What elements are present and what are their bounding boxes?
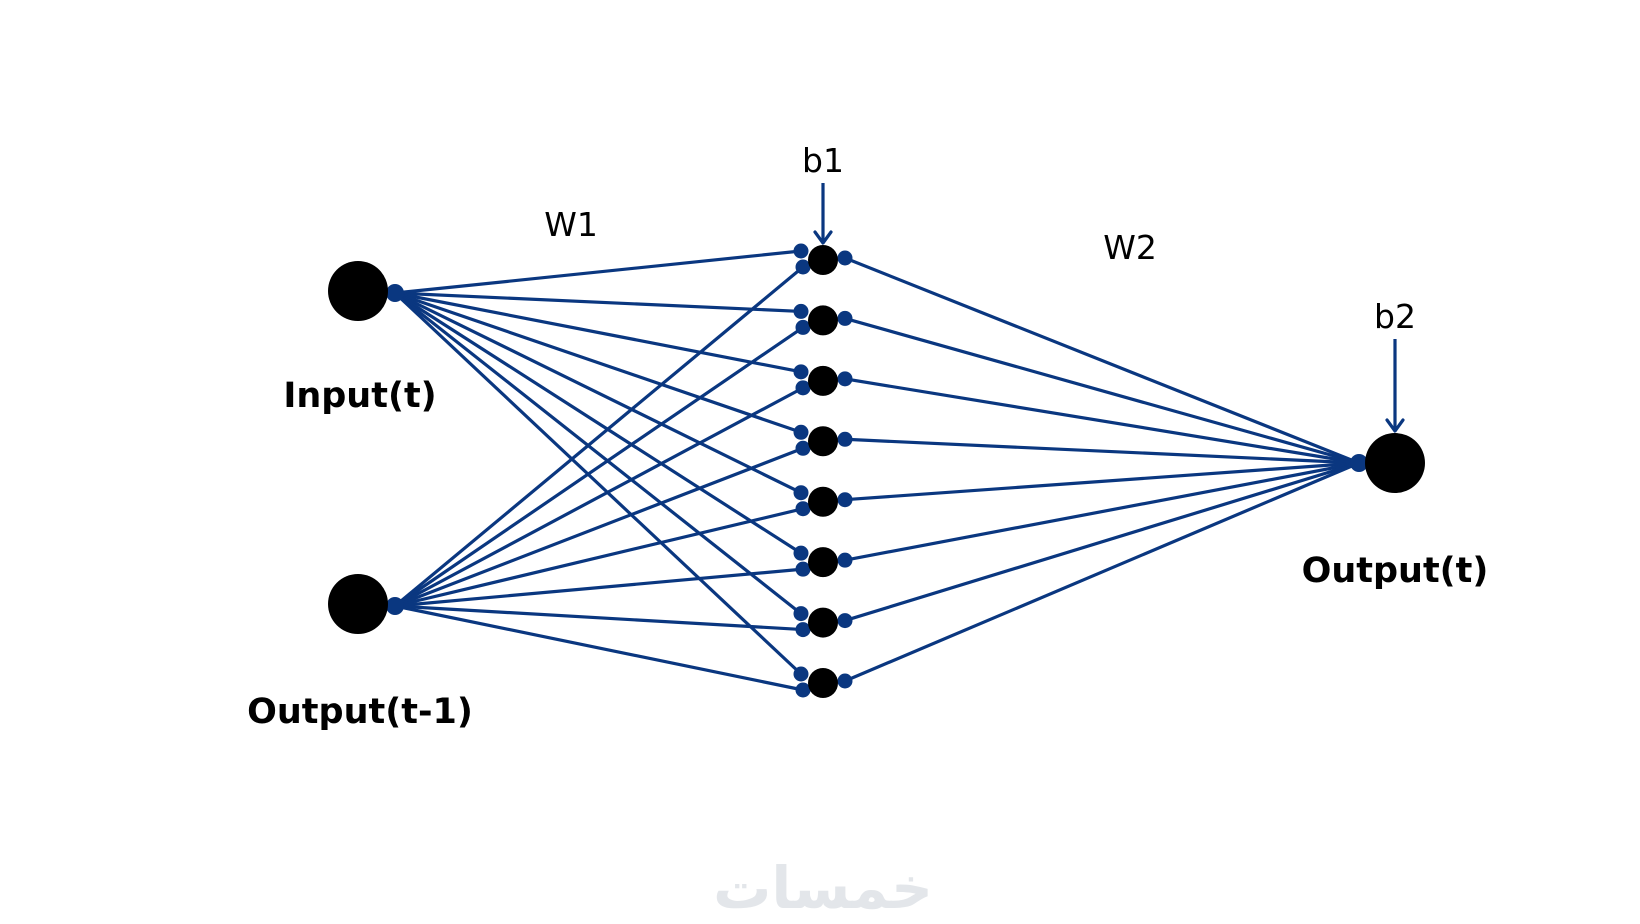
hidden-node [808,547,838,578]
hidden-node [808,365,838,396]
input-connection-dot [386,597,404,615]
bias-b1-label: b1 [802,141,844,180]
w1-edge [394,291,802,495]
hidden-input-dot [795,561,811,577]
w1-edge [394,604,804,692]
hidden-node [808,607,838,638]
w2-edges [844,256,1360,683]
hidden-input-dot [793,303,809,319]
w1-edges [393,249,805,692]
connection-dots [386,243,1368,698]
hidden-node [808,486,838,517]
w2-edge [844,377,1360,465]
hidden-output-dot [837,613,853,629]
w1-edge [393,291,803,676]
input-connection-dot [386,284,404,302]
hidden-output-dot [837,552,853,568]
w2-edge [844,437,1360,465]
w2-edge [844,461,1360,623]
hidden-node [808,305,838,336]
w1-edge [394,249,802,295]
hidden-input-dot [793,243,809,259]
output-t-node [1365,433,1425,493]
hidden-input-dot [795,501,811,517]
input-t-label: Input(t) [283,376,436,416]
watermark-logo: خمسات [713,854,933,922]
w1-edge [394,326,804,608]
w1-edge [393,265,805,608]
w1-edge [394,291,802,374]
hidden-input-dot [793,424,809,440]
output-t-minus-1-label: Output(t-1) [247,692,473,732]
bias-b1-arrow-arrowhead-icon [813,230,833,245]
weights-w1-label: W1 [544,205,598,244]
hidden-node [808,426,838,457]
hidden-input-dot [793,545,809,561]
hidden-input-dot [795,440,811,456]
hidden-output-dot [837,250,853,266]
hidden-input-dot [793,364,809,380]
w2-edge [844,461,1360,683]
hidden-output-dot [837,310,853,326]
hidden-input-dot [795,682,811,698]
hidden-node [808,245,838,275]
w2-edge [844,461,1360,502]
w2-edge [844,316,1360,465]
hidden-input-dot [795,319,811,335]
hidden-output-dot [837,673,853,689]
hidden-input-dot [795,380,811,396]
w1-edge [394,291,802,434]
w1-edge [394,507,804,608]
hidden-input-dot [793,485,809,501]
hidden-node [808,668,838,698]
hidden-input-dot [795,259,811,275]
nodes [328,245,1425,698]
bias-b2-label: b2 [1374,297,1416,336]
hidden-input-dot [793,606,809,622]
w2-edge [844,461,1360,562]
w1-edge [394,291,802,615]
bias-arrows [813,183,1405,433]
hidden-input-dot [795,622,811,638]
w1-edge [394,604,804,632]
output-t-label: Output(t) [1302,551,1489,591]
w2-edge [844,256,1360,465]
hidden-output-dot [837,431,853,447]
input-t-node [328,261,388,321]
hidden-output-dot [837,371,853,387]
weights-w2-label: W2 [1103,228,1157,267]
w1-edge [394,291,802,555]
w1-edge [394,291,802,314]
w1-edge [394,446,804,608]
w1-edge [394,567,804,608]
w1-edge [394,386,804,608]
output-t-minus-1-node [328,574,388,634]
hidden-output-dot [837,492,853,508]
hidden-input-dot [793,666,809,682]
output-connection-dot [1350,454,1368,472]
bias-b2-arrow-arrowhead-icon [1385,418,1405,433]
